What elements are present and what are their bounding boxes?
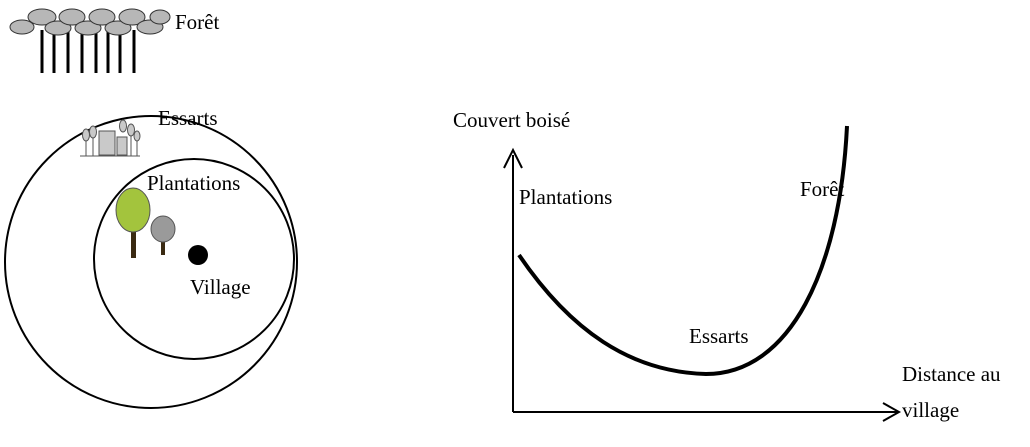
village-label: Village xyxy=(190,277,251,298)
village-dot-icon xyxy=(188,245,208,265)
forest-label: Forêt xyxy=(175,12,219,33)
curve-label-plantations: Plantations xyxy=(519,187,612,208)
curve-label-foret: Forêt xyxy=(800,179,844,200)
clearing-stumps-icon xyxy=(80,120,140,156)
curve-label-essarts: Essarts xyxy=(689,326,749,347)
plantations-zone-label: Plantations xyxy=(147,173,240,194)
small-tree-icon xyxy=(151,216,175,255)
essarts-zone-label: Essarts xyxy=(158,108,218,129)
outer-ring-essarts xyxy=(5,116,297,408)
x-axis-label-line1: Distance au xyxy=(902,364,1001,385)
forest-icon xyxy=(10,9,170,73)
plantation-tree-icon xyxy=(116,188,150,258)
y-axis-label: Couvert boisé xyxy=(453,110,570,131)
x-axis-label-line2: village xyxy=(902,400,959,421)
wood-cover-curve xyxy=(519,126,847,374)
